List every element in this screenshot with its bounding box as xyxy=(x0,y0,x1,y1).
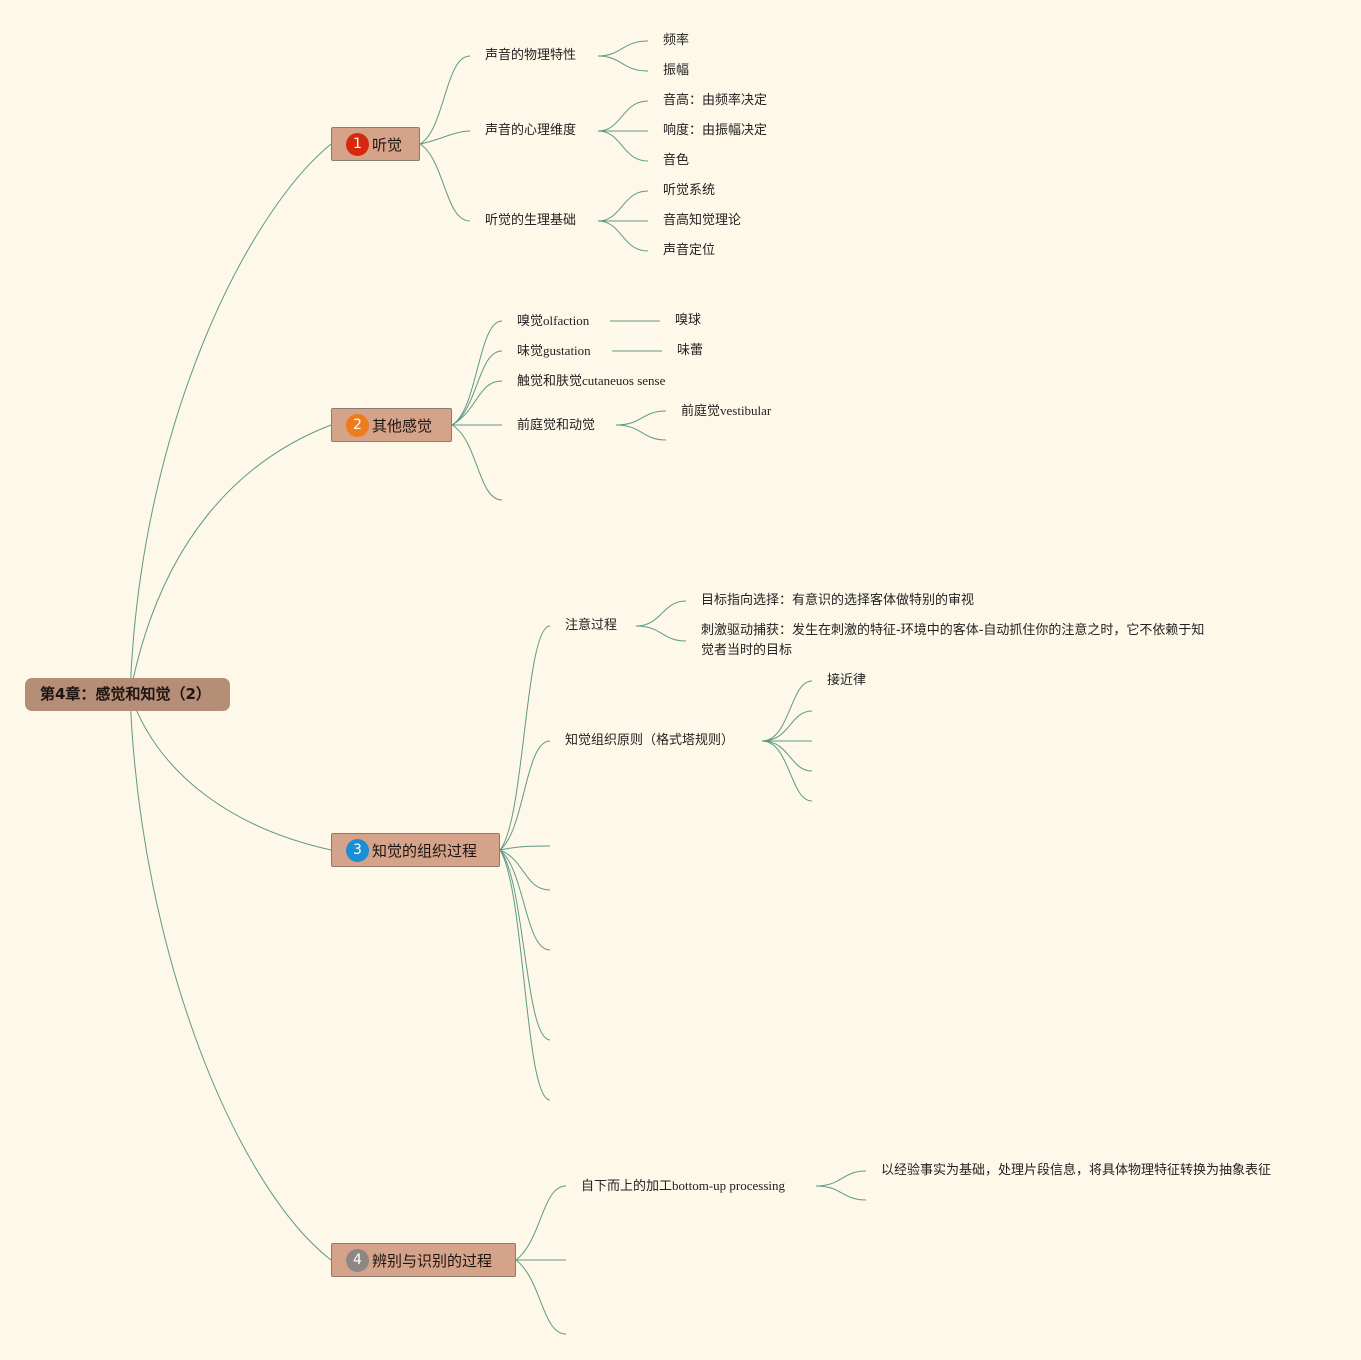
root-topic[interactable]: 第4章：感觉和知觉（2） xyxy=(25,678,230,711)
subtopic[interactable]: 知觉组织原则（格式塔规则） xyxy=(565,733,735,748)
subtopic[interactable]: 嗅球 xyxy=(675,313,702,328)
subtopic[interactable]: 声音的物理特性 xyxy=(485,48,577,63)
subtopic[interactable]: 味觉gustation xyxy=(517,343,591,358)
topic-discrimination-recognition[interactable]: 4 辨别与识别的过程 xyxy=(331,1243,516,1277)
topic-perceptual-organization[interactable]: 3 知觉的组织过程 xyxy=(331,833,500,867)
subtopic[interactable]: 振幅 xyxy=(663,63,690,78)
priority-2-icon: 2 xyxy=(346,413,369,437)
subtopic[interactable]: 刺激驱动捕获：发生在刺激的特征-环境中的客体-自动抓住你的注意之时，它不依赖于知… xyxy=(701,623,1205,658)
subtopic[interactable]: 味蕾 xyxy=(677,343,704,358)
subtopic[interactable]: 音高：由频率决定 xyxy=(663,93,768,108)
subtopic[interactable]: 听觉系统 xyxy=(663,183,716,198)
subtopic[interactable]: 音色 xyxy=(663,153,690,168)
subtopic[interactable]: 前庭觉vestibular xyxy=(681,403,772,418)
subtopic[interactable]: 前庭觉和动觉 xyxy=(517,418,596,433)
topic-label: 其他感觉 xyxy=(372,416,433,435)
subtopic[interactable]: 接近律 xyxy=(827,673,867,688)
priority-3-icon: 3 xyxy=(346,838,369,862)
subtopic[interactable]: 以经验事实为基础，处理片段信息，将具体物理特征转换为抽象表征 xyxy=(881,1163,1272,1178)
topic-label: 听觉 xyxy=(372,135,403,154)
priority-1-icon: 1 xyxy=(346,132,369,156)
subtopic[interactable]: 听觉的生理基础 xyxy=(485,213,577,228)
subtopic[interactable]: 音高知觉理论 xyxy=(663,213,742,228)
subtopic[interactable]: 声音定位 xyxy=(663,243,716,258)
link-root-hearing xyxy=(129,143,332,695)
subtopic[interactable]: 嗅觉olfaction xyxy=(517,313,590,328)
link-root-other xyxy=(129,424,332,695)
subtopic[interactable]: 声音的心理维度 xyxy=(485,123,577,138)
subtopic[interactable]: 频率 xyxy=(663,33,690,48)
topic-other-senses[interactable]: 2 其他感觉 xyxy=(331,408,452,442)
topic-label: 知觉的组织过程 xyxy=(372,841,478,860)
subtopic[interactable]: 触觉和肤觉cutaneuos sense xyxy=(517,373,666,388)
priority-4-icon: 4 xyxy=(346,1248,369,1272)
subtopic[interactable]: 目标指向选择：有意识的选择客体做特别的审视 xyxy=(701,593,975,608)
subtopic[interactable]: 注意过程 xyxy=(565,618,618,633)
subtopic[interactable]: 响度：由振幅决定 xyxy=(663,123,768,138)
link-root-perception xyxy=(129,693,332,851)
topic-hearing[interactable]: 1 听觉 xyxy=(331,127,420,161)
topic-label: 辨别与识别的过程 xyxy=(372,1251,493,1270)
subtopic[interactable]: 自下而上的加工bottom-up processing xyxy=(581,1178,786,1193)
link-root-recognition xyxy=(129,693,332,1261)
